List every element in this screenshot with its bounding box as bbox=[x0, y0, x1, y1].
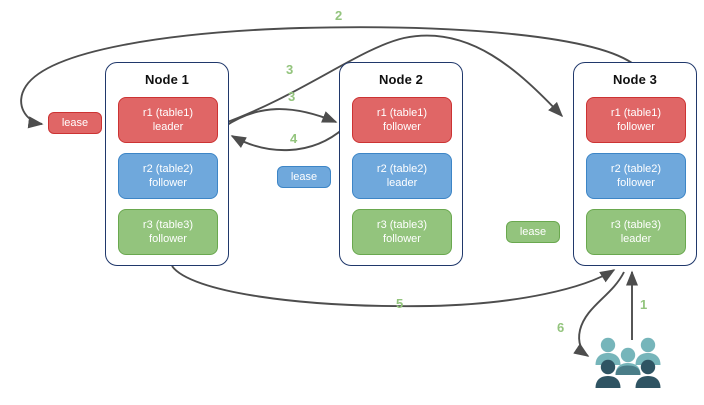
users-group-icon bbox=[595, 337, 661, 388]
replica-name: r1 (table1) bbox=[610, 107, 662, 119]
step-label-3-upper: 3 bbox=[286, 62, 294, 77]
node-box-2: Node 2 r1 (table1) follower r2 (table2) … bbox=[339, 62, 463, 266]
node-title-1: Node 1 bbox=[145, 72, 189, 87]
lease-badge-node1: lease bbox=[48, 112, 102, 134]
replica-role: follower bbox=[617, 177, 655, 189]
lease-label: lease bbox=[519, 226, 547, 238]
replica-name: r3 (table3) bbox=[610, 219, 662, 231]
replica-name: r3 (table3) bbox=[376, 219, 428, 231]
step-label-5: 5 bbox=[396, 296, 404, 311]
lease-label: lease bbox=[290, 171, 318, 183]
replica-node2-r3: r3 (table3) follower bbox=[352, 209, 452, 255]
replica-node3-r1: r1 (table1) follower bbox=[586, 97, 686, 143]
replica-node1-r3: r3 (table3) follower bbox=[118, 209, 218, 255]
step-label-4: 4 bbox=[290, 131, 298, 146]
replica-role: leader bbox=[620, 233, 652, 245]
replica-node3-r3: r3 (table3) leader bbox=[586, 209, 686, 255]
step-label-1: 1 bbox=[640, 297, 648, 312]
replica-name: r2 (table2) bbox=[376, 163, 428, 175]
replica-name: r1 (table1) bbox=[376, 107, 428, 119]
step-label-6: 6 bbox=[557, 320, 565, 335]
replica-node1-r1: r1 (table1) leader bbox=[118, 97, 218, 143]
replica-role: follower bbox=[149, 177, 187, 189]
replica-role: leader bbox=[152, 121, 184, 133]
replica-role: follower bbox=[383, 121, 421, 133]
node-box-3: Node 3 r1 (table1) follower r2 (table2) … bbox=[573, 62, 697, 266]
arrow-step-4 bbox=[230, 127, 345, 151]
node-box-1: Node 1 r1 (table1) leader r2 (table2) fo… bbox=[105, 62, 229, 266]
lease-label: lease bbox=[61, 117, 89, 129]
step-label-2: 2 bbox=[335, 8, 343, 23]
replica-role: leader bbox=[386, 177, 418, 189]
replica-node1-r2: r2 (table2) follower bbox=[118, 153, 218, 199]
replica-node3-r2: r2 (table2) follower bbox=[586, 153, 686, 199]
arrow-step-3-to-node2 bbox=[223, 108, 338, 128]
replica-name: r2 (table2) bbox=[142, 163, 194, 175]
step-label-3-lower: 3 bbox=[288, 89, 296, 104]
node-title-3: Node 3 bbox=[613, 72, 657, 87]
replica-role: follower bbox=[617, 121, 655, 133]
replica-name: r3 (table3) bbox=[142, 219, 194, 231]
replica-name: r1 (table1) bbox=[142, 107, 194, 119]
replica-node2-r2: r2 (table2) leader bbox=[352, 153, 452, 199]
replica-name: r2 (table2) bbox=[610, 163, 662, 175]
replica-node2-r1: r1 (table1) follower bbox=[352, 97, 452, 143]
replica-role: follower bbox=[149, 233, 187, 245]
lease-badge-node3: lease bbox=[506, 221, 560, 243]
arrow-step-5 bbox=[171, 265, 616, 308]
node-title-2: Node 2 bbox=[379, 72, 423, 87]
lease-badge-node2: lease bbox=[277, 166, 331, 188]
replica-role: follower bbox=[383, 233, 421, 245]
